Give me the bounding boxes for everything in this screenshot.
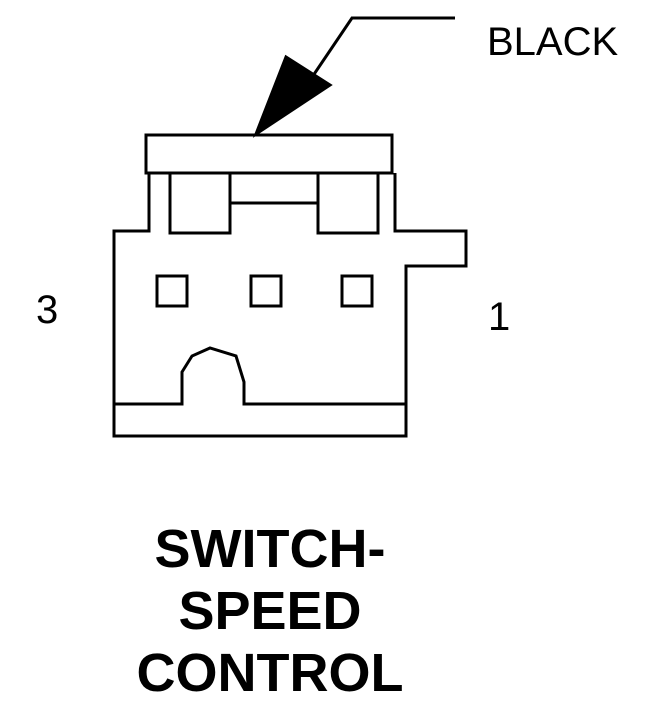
connector-latch <box>144 133 394 175</box>
pin-cavity-1 <box>340 274 374 308</box>
connector-body <box>112 173 468 438</box>
pin-1-label: 1 <box>488 295 511 339</box>
connector-title: SWITCH- SPEED CONTROL <box>0 518 540 704</box>
title-line-2: SPEED <box>178 581 362 641</box>
pin-cavity-2 <box>249 274 283 308</box>
leader-line <box>298 16 455 96</box>
pin-3-label: 3 <box>36 288 59 332</box>
pin-cavity-3 <box>155 274 189 308</box>
arrow-head <box>252 54 333 138</box>
title-line-1: SWITCH- <box>154 519 386 579</box>
latch-tab-right <box>316 171 380 235</box>
wire-color-label: BLACK <box>487 20 619 64</box>
keyway <box>114 346 406 406</box>
title-line-3: CONTROL <box>136 643 404 703</box>
latch-tab-left <box>168 171 232 235</box>
